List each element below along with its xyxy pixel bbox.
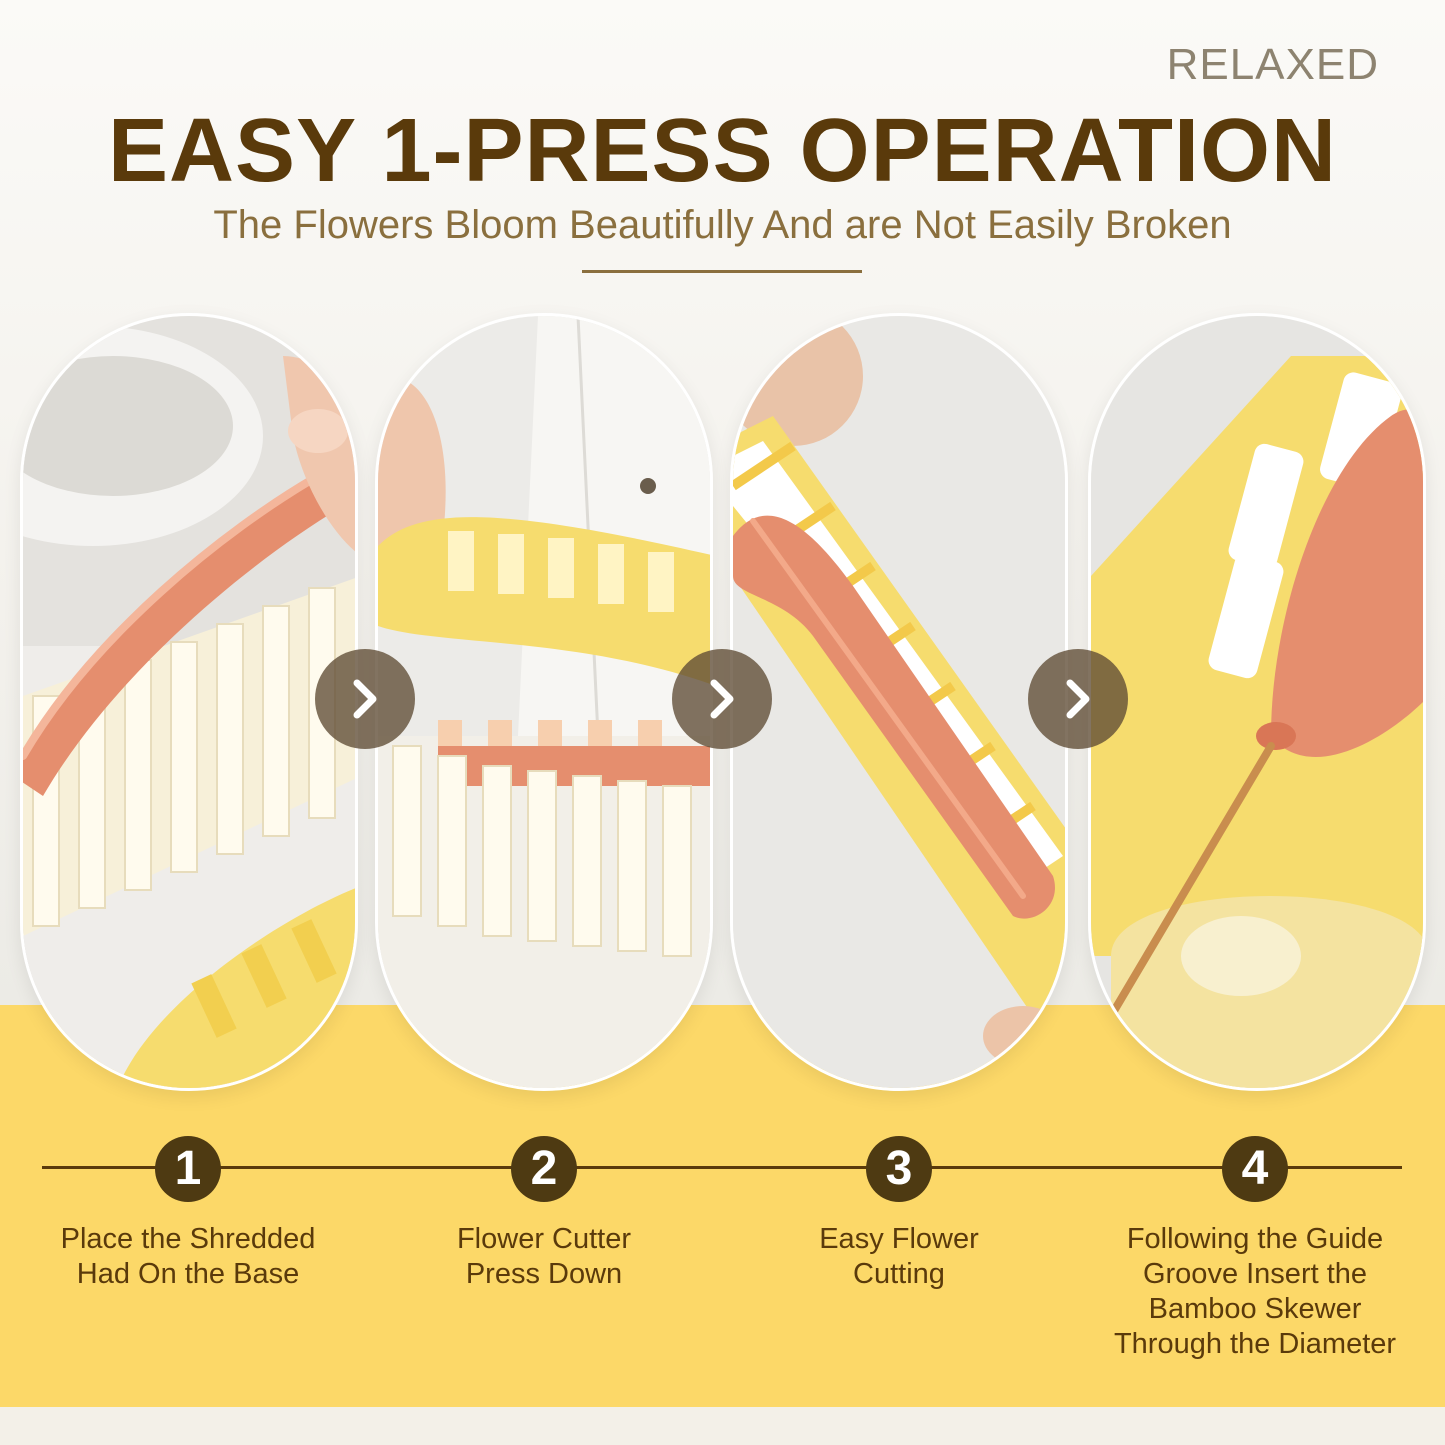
step-3-line-1: Easy Flower (819, 1223, 979, 1255)
steps-timeline (42, 1166, 1402, 1169)
step-1-illustration (23, 316, 355, 1088)
headline: EASY 1-PRESS OPERATION (108, 101, 1337, 201)
step-3-number: 3 (866, 1136, 932, 1202)
step-2-line-2: Press Down (465, 1258, 623, 1290)
step-3-illustration (733, 316, 1065, 1088)
chevron-right-icon (1066, 679, 1090, 719)
step-4-illustration (1091, 316, 1423, 1088)
step-1-line-1: Place the Shredded (60, 1223, 316, 1255)
step-2-illustration (378, 316, 710, 1088)
title-divider (582, 270, 862, 273)
chevron-right-icon (353, 679, 377, 719)
step-4-line-3: Bamboo Skewer (1148, 1293, 1362, 1325)
next-arrow-2 (672, 649, 772, 749)
step-4-line-4: Through the Diameter (1113, 1328, 1397, 1360)
step-3-photo (730, 313, 1068, 1091)
step-3-line-2: Cutting (853, 1258, 945, 1290)
chevron-right-icon (710, 679, 734, 719)
footer-strip (0, 1407, 1445, 1445)
step-2-line-1: Flower Cutter (456, 1223, 632, 1255)
step-4-line-2: Groove Insert the (1142, 1258, 1368, 1290)
next-arrow-1 (315, 649, 415, 749)
step-2-number: 2 (511, 1136, 577, 1202)
step-4-number: 4 (1222, 1136, 1288, 1202)
next-arrow-3 (1028, 649, 1128, 749)
brand-label: RELAXED (1166, 40, 1379, 89)
step-4-line-1: Following the Guide (1126, 1223, 1384, 1255)
subheadline: The Flowers Bloom Beautifully And are No… (213, 203, 1232, 247)
step-1-number: 1 (155, 1136, 221, 1202)
step-1-photo (20, 313, 358, 1091)
step-2-description: Flower Cutter Press Down (394, 1222, 694, 1292)
step-3-description: Easy Flower Cutting (749, 1222, 1049, 1292)
step-4-photo (1088, 313, 1426, 1091)
step-2-photo (375, 313, 713, 1091)
step-4-description: Following the Guide Groove Insert the Ba… (1100, 1222, 1410, 1362)
step-1-description: Place the Shredded Had On the Base (38, 1222, 338, 1292)
step-1-line-2: Had On the Base (76, 1258, 300, 1290)
